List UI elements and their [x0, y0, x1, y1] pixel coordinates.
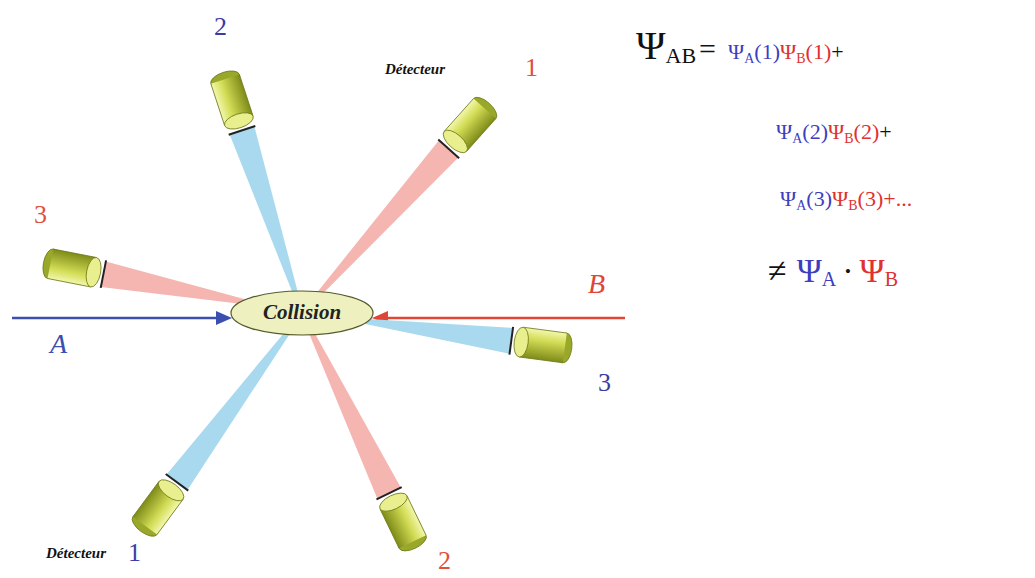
beam	[317, 140, 459, 296]
formula-term: (1)	[754, 39, 780, 64]
collision-label: Collision	[263, 301, 341, 324]
cylinder-face	[84, 256, 103, 288]
formula-term: ≠	[768, 252, 787, 289]
formula-term: ·	[842, 252, 853, 289]
detector-cylinder	[128, 478, 188, 538]
detector-number: 1	[128, 540, 141, 566]
formula-term: B	[848, 198, 857, 213]
formula-term: (3)	[806, 186, 832, 211]
beam-cap	[509, 327, 513, 355]
formula-term: Ψ	[780, 186, 796, 211]
beam-cone	[309, 331, 401, 499]
cylinder-face	[222, 110, 255, 133]
detector-number: 3	[598, 370, 611, 396]
cylinder-edge	[157, 499, 183, 534]
cylinder-edge	[523, 327, 567, 333]
beam-line	[12, 317, 220, 320]
beam-a-arrow	[12, 311, 232, 325]
beam-cone	[101, 261, 245, 304]
formula-term: +	[879, 119, 891, 144]
cylinder-edge	[239, 74, 253, 116]
beam-label: B	[588, 270, 605, 298]
detector-cylinder	[513, 315, 573, 375]
cylinder-edge	[380, 509, 399, 549]
cylinder-edge	[53, 249, 96, 257]
beam	[364, 319, 513, 355]
formula-term: +	[831, 39, 843, 64]
beam-cone	[317, 140, 458, 295]
formula-term: +...	[883, 186, 912, 211]
formula-line: ΨA(3)ΨB(3)+...	[780, 188, 912, 213]
cylinder-edge	[211, 84, 225, 126]
formula-term: B	[885, 268, 898, 290]
beam-line	[384, 317, 625, 320]
detector-number: 2	[214, 14, 227, 40]
formula-term: (3)	[858, 186, 884, 211]
detector-label: Détecteur	[46, 546, 106, 561]
cylinder-face	[512, 326, 530, 358]
formula-term: AB	[666, 43, 697, 68]
formula-term: A	[796, 198, 806, 213]
detector-number: 1	[525, 55, 538, 81]
formula-term: A	[744, 51, 754, 66]
beam	[309, 331, 402, 499]
beam	[229, 126, 298, 295]
collision-ellipse-outline	[231, 291, 373, 335]
cylinder-face	[439, 126, 471, 156]
formula-term: (1)	[806, 39, 832, 64]
cylinder-edge	[467, 119, 496, 152]
beam-cone	[167, 331, 290, 490]
detector: Détecteur1	[440, 95, 500, 155]
formula-term: B	[796, 51, 805, 66]
detector: 3	[42, 238, 102, 298]
beam-cone	[364, 319, 513, 354]
beam-cap	[101, 260, 106, 287]
arrowhead	[216, 311, 232, 325]
cylinder-edge	[133, 481, 159, 516]
detector: 2	[202, 70, 262, 130]
beam-label: A	[50, 330, 67, 358]
cylinder-edge	[407, 496, 426, 536]
formula-term: Ψ	[797, 252, 822, 289]
cylinder-face	[155, 476, 187, 505]
formula-term: Ψ	[860, 252, 885, 289]
cylinder-edge	[519, 357, 563, 363]
formula-term: (2)	[854, 119, 880, 144]
formula-line: ΨA(2)ΨB(2)+	[776, 121, 892, 146]
formula-line: ΨAB=ΨA(1)ΨB(1)+	[636, 26, 844, 67]
beam	[166, 331, 290, 491]
cylinder-edge	[444, 99, 473, 132]
formula-term: A	[792, 131, 802, 146]
formula-term: Ψ	[780, 39, 796, 64]
detector-cylinder	[373, 492, 433, 552]
formula-term: Ψ	[728, 39, 744, 64]
formula-term: A	[822, 268, 836, 290]
cylinder-edge	[48, 278, 91, 286]
formula-line: ≠ΨA·ΨB	[768, 254, 898, 289]
formula-term: Ψ	[776, 119, 792, 144]
formula-term: (2)	[802, 119, 828, 144]
detector: 3	[513, 315, 573, 375]
detector: 2	[373, 492, 433, 552]
cylinder-face	[377, 489, 410, 515]
beam	[101, 260, 245, 304]
detector-cylinder	[202, 70, 262, 130]
formula-term: B	[844, 131, 853, 146]
detector-number: 3	[34, 202, 47, 228]
detector-number: 2	[438, 548, 451, 574]
formula-term: =	[699, 32, 716, 65]
detector-label: Détecteur	[385, 62, 445, 77]
detector-cylinder	[440, 95, 500, 155]
formula-term: Ψ	[636, 23, 666, 68]
beam-cone	[230, 126, 298, 294]
formula-term: Ψ	[832, 186, 848, 211]
collision-zone: Collision	[230, 290, 374, 336]
formula-term: Ψ	[828, 119, 844, 144]
detector: Détecteur1	[128, 478, 188, 538]
detector-cylinder	[42, 238, 102, 298]
